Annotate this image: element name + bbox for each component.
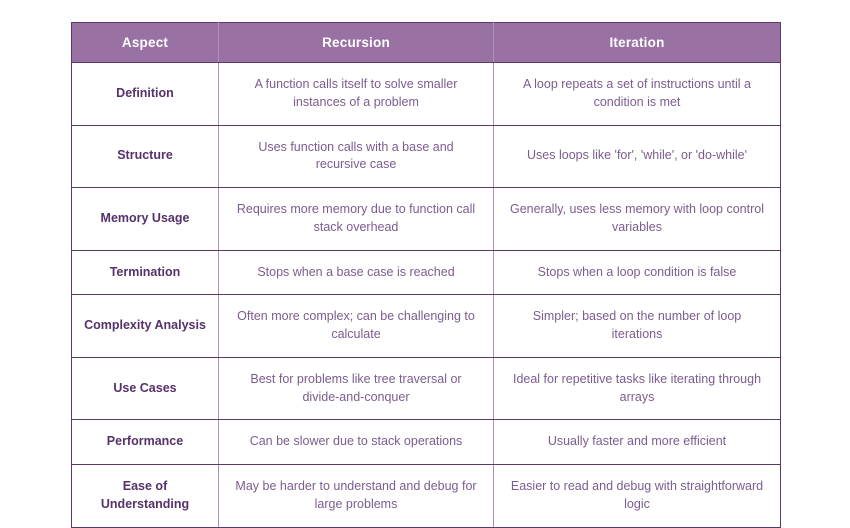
aspect-label-structure: Structure xyxy=(71,124,219,188)
recursion-cell-memory-usage: Requires more memory due to function cal… xyxy=(218,187,494,251)
recursion-cell-structure: Uses function calls with a base and recu… xyxy=(218,124,494,188)
recursion-cell-complexity-analysis: Often more complex; can be challenging t… xyxy=(218,294,494,358)
column-header-recursion: Recursion xyxy=(218,22,494,63)
aspect-label-memory-usage: Memory Usage xyxy=(71,187,219,251)
iteration-cell-use-cases: Ideal for repetitive tasks like iteratin… xyxy=(493,356,781,421)
recursion-cell-ease-of-understanding: May be harder to understand and debug fo… xyxy=(218,464,494,528)
iteration-cell-ease-of-understanding: Easier to read and debug with straightfo… xyxy=(493,464,781,528)
iteration-cell-definition: A loop repeats a set of instructions unt… xyxy=(493,62,781,126)
table-row: Memory Usage Requires more memory due to… xyxy=(71,187,781,251)
table-row: Performance Can be slower due to stack o… xyxy=(71,419,781,465)
table-row: Complexity Analysis Often more complex; … xyxy=(71,294,781,358)
iteration-cell-complexity-analysis: Simpler; based on the number of loop ite… xyxy=(493,294,781,358)
table-row: Definition A function calls itself to so… xyxy=(71,62,781,126)
recursion-cell-performance: Can be slower due to stack operations xyxy=(218,419,494,465)
iteration-cell-structure: Uses loops like 'for', 'while', or 'do-w… xyxy=(493,124,781,188)
page-root: Aspect Recursion Iteration Definition A … xyxy=(71,22,781,528)
column-header-iteration: Iteration xyxy=(493,22,781,63)
table-row: Use Cases Best for problems like tree tr… xyxy=(71,356,781,421)
recursion-cell-use-cases: Best for problems like tree traversal or… xyxy=(218,356,494,421)
table-body: Definition A function calls itself to so… xyxy=(71,62,781,528)
aspect-label-complexity-analysis: Complexity Analysis xyxy=(71,294,219,358)
aspect-label-definition: Definition xyxy=(71,62,219,126)
recursion-cell-termination: Stops when a base case is reached xyxy=(218,249,494,296)
comparison-table-container: Aspect Recursion Iteration Definition A … xyxy=(71,22,781,528)
table-row: Structure Uses function calls with a bas… xyxy=(71,124,781,188)
aspect-label-termination: Termination xyxy=(71,249,219,296)
table-row: Termination Stops when a base case is re… xyxy=(71,249,781,296)
iteration-cell-termination: Stops when a loop condition is false xyxy=(493,249,781,296)
recursion-cell-definition: A function calls itself to solve smaller… xyxy=(218,62,494,126)
iteration-cell-memory-usage: Generally, uses less memory with loop co… xyxy=(493,187,781,251)
aspect-label-performance: Performance xyxy=(71,419,219,465)
aspect-label-use-cases: Use Cases xyxy=(71,356,219,421)
header-row: Aspect Recursion Iteration xyxy=(71,22,781,63)
table-row: Ease of Understanding May be harder to u… xyxy=(71,464,781,528)
comparison-table: Aspect Recursion Iteration Definition A … xyxy=(71,22,781,528)
column-header-aspect: Aspect xyxy=(71,22,219,63)
table-header: Aspect Recursion Iteration xyxy=(71,22,781,63)
aspect-label-ease-of-understanding: Ease of Understanding xyxy=(71,464,219,528)
iteration-cell-performance: Usually faster and more efficient xyxy=(493,419,781,465)
